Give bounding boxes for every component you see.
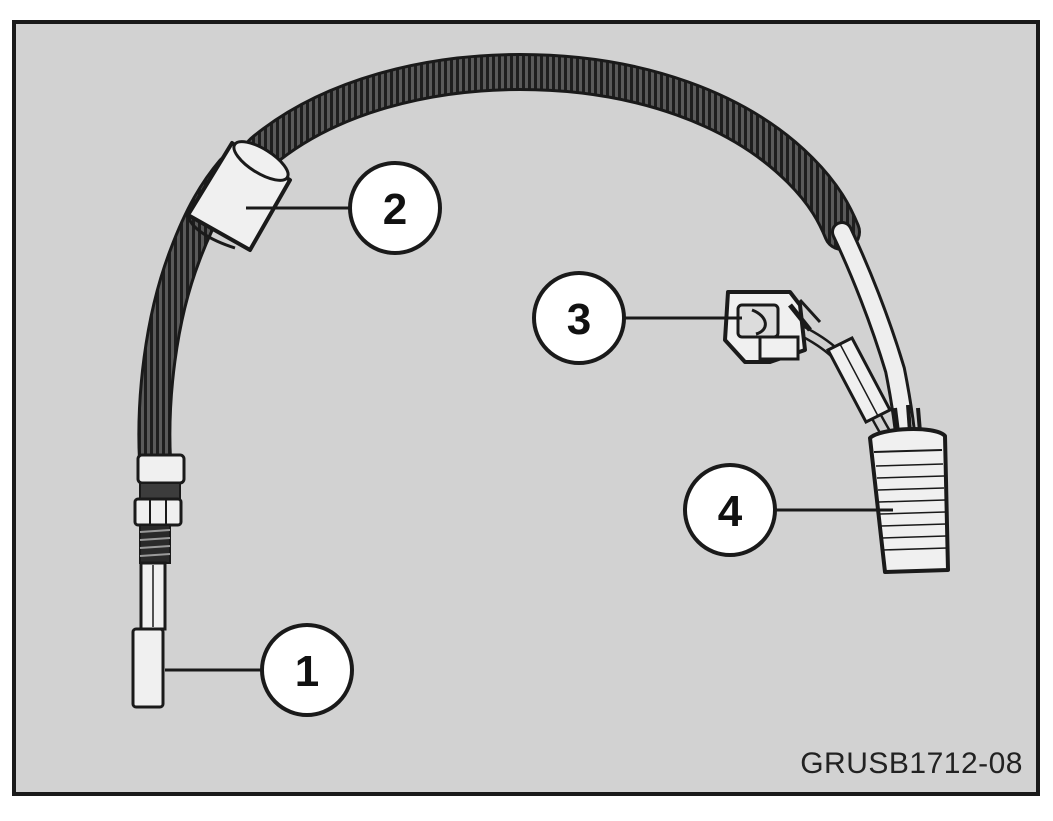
callout-3: 3	[532, 271, 626, 365]
callout-1-number: 1	[295, 647, 319, 696]
cable-sleeve	[186, 140, 292, 252]
callout-2-number: 2	[383, 185, 407, 234]
callout-4: 4	[683, 463, 777, 557]
small-connector	[723, 290, 822, 364]
callout-4-number: 4	[718, 487, 743, 536]
branch-wire	[794, 324, 922, 438]
figure-code: GRUSB1712-08	[800, 747, 1023, 780]
callout-1: 1	[260, 623, 354, 717]
main-connector	[868, 427, 950, 574]
callout-2: 2	[348, 161, 442, 255]
sensor-probe	[131, 561, 167, 709]
callout-3-number: 3	[567, 295, 591, 344]
sensor-fitting	[133, 453, 186, 564]
